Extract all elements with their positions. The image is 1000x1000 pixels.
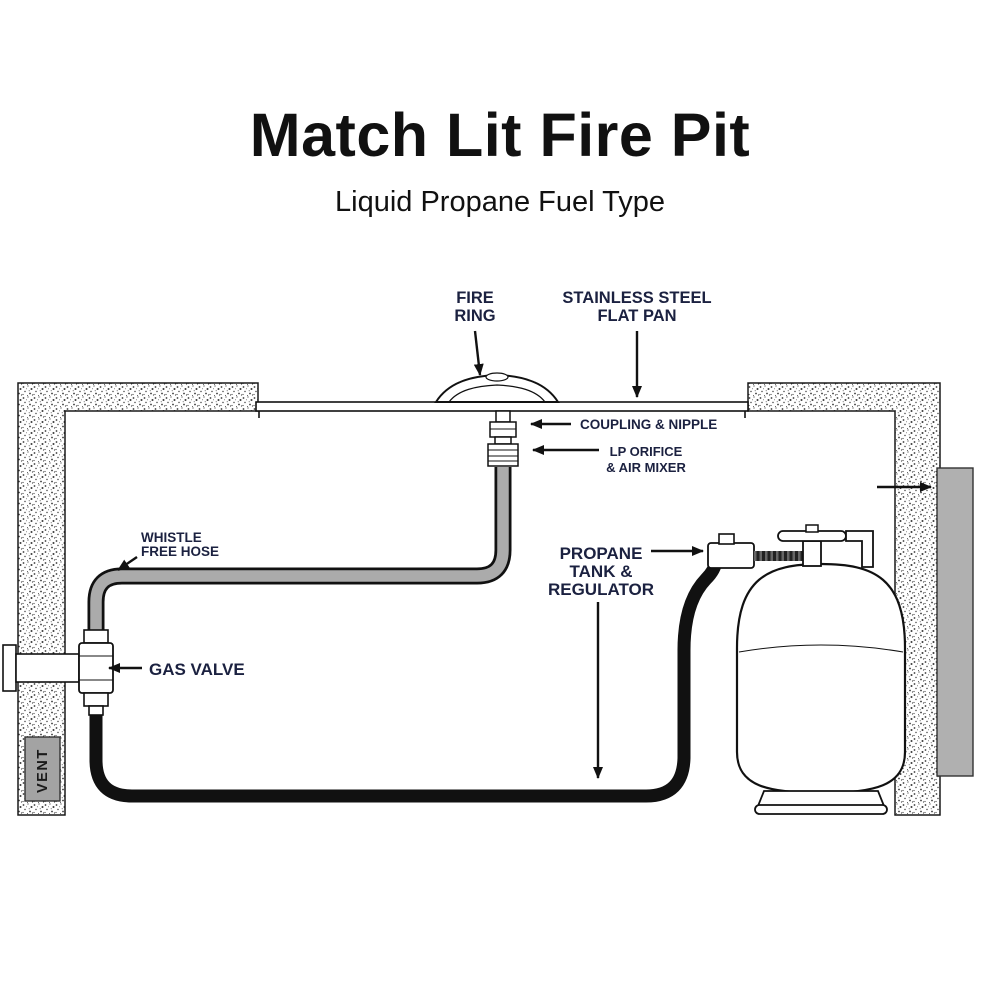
- fire-ring-arrow: [473, 330, 484, 376]
- svg-text:REGULATOR: REGULATOR: [548, 580, 654, 599]
- svg-text:COUPLING & NIPPLE: COUPLING & NIPPLE: [580, 417, 717, 432]
- coupling-nipple-fitting: [489, 410, 517, 445]
- whistle-free-hose: [87, 467, 512, 632]
- propane-tank-label: PROPANE TANK & REGULATOR: [548, 544, 654, 599]
- tank-bracket: [845, 530, 874, 568]
- page-title: Match Lit Fire Pit: [249, 101, 751, 169]
- supply-hose-black: [89, 559, 723, 803]
- svg-text:LP ORIFICE: LP ORIFICE: [610, 444, 683, 459]
- svg-text:STAINLESS STEEL: STAINLESS STEEL: [562, 289, 711, 307]
- svg-text:WHISTLE: WHISTLE: [141, 530, 202, 545]
- tank-foot: [756, 790, 886, 807]
- whistle-hose-arrow: [117, 556, 138, 571]
- regulator: [707, 542, 755, 569]
- fire-ring: [434, 372, 560, 403]
- tank-valve: [802, 540, 822, 567]
- vent-block: [24, 736, 61, 802]
- right-wall-panel: [936, 467, 974, 777]
- page-subtitle: Liquid Propane Fuel Type: [335, 186, 665, 218]
- svg-text:GAS VALVE: GAS VALVE: [149, 660, 245, 679]
- flat-pan-label: STAINLESS STEEL FLAT PAN: [562, 289, 711, 325]
- svg-text:FLAT PAN: FLAT PAN: [597, 307, 676, 325]
- lp-orifice-air-mixer-fitting: [487, 443, 519, 467]
- coupling-nipple-label: COUPLING & NIPPLE: [580, 417, 717, 432]
- svg-text:TANK &: TANK &: [570, 562, 633, 581]
- gas-valve-label: GAS VALVE: [149, 660, 245, 679]
- vent-label: VENT: [35, 748, 51, 793]
- propane-tank: [735, 562, 907, 815]
- lp-orifice-label: LP ORIFICE & AIR MIXER: [606, 444, 686, 475]
- tank-regulator-assembly: [707, 524, 874, 569]
- gas-valve: [78, 629, 114, 716]
- whistle-hose-label: WHISTLE FREE HOSE: [141, 530, 219, 559]
- svg-text:FREE HOSE: FREE HOSE: [141, 544, 219, 559]
- fire-ring-label: FIRE RING: [454, 289, 495, 325]
- svg-text:FIRE: FIRE: [456, 289, 494, 307]
- svg-text:RING: RING: [454, 307, 495, 325]
- svg-text:PROPANE: PROPANE: [560, 544, 643, 563]
- svg-text:& AIR MIXER: & AIR MIXER: [606, 460, 686, 475]
- gas-supply-pipe: [2, 644, 80, 692]
